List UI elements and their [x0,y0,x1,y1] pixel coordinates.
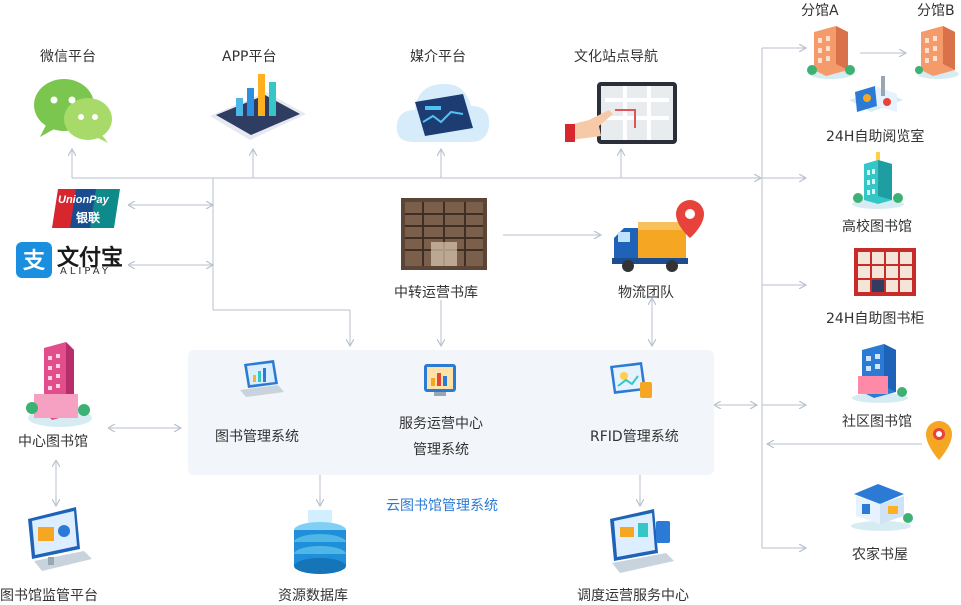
service-center-label-line1: 服务运营中心 [399,416,483,432]
location-pin-icon [926,421,952,460]
wechat-icon [34,79,112,143]
dispatch-center-label: 调度运营服务中心 [577,588,689,604]
service-center-monitor-icon [424,364,456,396]
monitor-platform-label: 图书馆监管平台 [0,588,98,604]
service-center-label-line2: 管理系统 [413,442,469,458]
media-cloud-icon [396,83,490,142]
farm-library-icon [851,484,913,531]
wechat-platform-label: 微信平台 [40,49,96,65]
app-platform-label: APP平台 [222,49,277,65]
resource-db-label: 资源数据库 [278,588,348,604]
reading-room-icon [849,76,903,112]
farm-library-label: 农家书屋 [852,547,908,563]
cloud-system-title: 云图书馆管理系统 [386,498,498,514]
branch-b-building-icon [915,26,959,79]
navigation-label: 文化站点导航 [574,49,658,65]
warehouse-bookshelf-photo [401,198,487,270]
alipay-text-cn: 文付宝 [57,246,124,271]
university-library-icon [852,152,904,209]
logistics-label: 物流团队 [618,285,674,301]
central-library-label: 中心图书馆 [18,434,88,450]
unionpay-logo: UnionPay 银联 [52,187,120,230]
resource-database-icon [294,510,346,574]
branch-b-label: 分馆B [917,3,955,19]
dispatch-center-laptop-icon [610,509,674,573]
unionpay-text-cn: 银联 [76,211,101,225]
media-platform-label: 媒介平台 [410,49,466,65]
logistics-truck-icon [612,200,704,272]
library-mgmt-laptop-icon [240,360,284,397]
university-library-label: 高校图书馆 [842,219,912,235]
branch-a-label: 分馆A [801,3,839,19]
reading-room-label: 24H自助阅览室 [826,129,925,145]
app-tablet-icon [210,74,306,140]
unionpay-text-en: UnionPay [58,194,109,206]
svg-text:支: 支 [23,249,46,274]
alipay-text-en: ALIPAY [60,266,111,277]
branch-a-building-icon [807,26,855,79]
book-cabinet-icon [854,248,916,296]
book-cabinet-label: 24H自助图书柜 [826,311,925,327]
community-library-icon [852,344,908,403]
rfid-mgmt-label: RFID管理系统 [590,429,679,445]
rfid-screen-icon [610,362,652,398]
alipay-logo: 支 文付宝 ALIPAY [16,240,134,280]
community-library-label: 社区图书馆 [842,414,912,430]
monitor-platform-computer-icon [28,507,92,571]
warehouse-label: 中转运营书库 [394,285,478,301]
navigation-touchscreen-icon [565,82,677,144]
central-library-building-icon [26,342,92,427]
library-mgmt-label: 图书管理系统 [215,429,299,445]
